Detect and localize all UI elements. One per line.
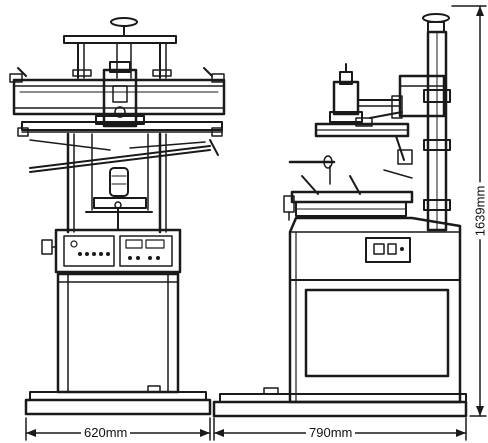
front-print-carriage bbox=[9, 61, 226, 128]
front-guide-posts bbox=[72, 42, 172, 79]
front-column-frame bbox=[66, 132, 167, 234]
front-diagonal-arm bbox=[29, 139, 219, 173]
side-width-label: 790mm bbox=[306, 426, 356, 440]
front-base-cabinet bbox=[56, 272, 180, 394]
side-screen-frame bbox=[314, 117, 413, 165]
front-view bbox=[9, 17, 226, 441]
side-cabinet bbox=[288, 216, 462, 404]
height-label: 1639mm bbox=[472, 182, 487, 240]
side-column bbox=[423, 30, 451, 232]
side-worktable bbox=[283, 169, 414, 221]
front-handwheel bbox=[110, 17, 138, 37]
front-control-panel bbox=[41, 228, 182, 274]
front-cylinder-holder bbox=[85, 167, 153, 231]
side-width-dimension-line bbox=[213, 417, 467, 441]
side-adjust-knob bbox=[288, 155, 336, 185]
front-frame-bar bbox=[17, 121, 223, 137]
side-head-housing bbox=[391, 74, 446, 119]
side-floor-base bbox=[212, 387, 468, 418]
side-view bbox=[212, 5, 487, 441]
front-width-label: 620mm bbox=[81, 426, 131, 440]
front-top-bar bbox=[63, 35, 177, 44]
side-handwheel bbox=[422, 13, 450, 33]
side-print-arm bbox=[329, 63, 403, 123]
front-floor-base bbox=[24, 391, 212, 416]
